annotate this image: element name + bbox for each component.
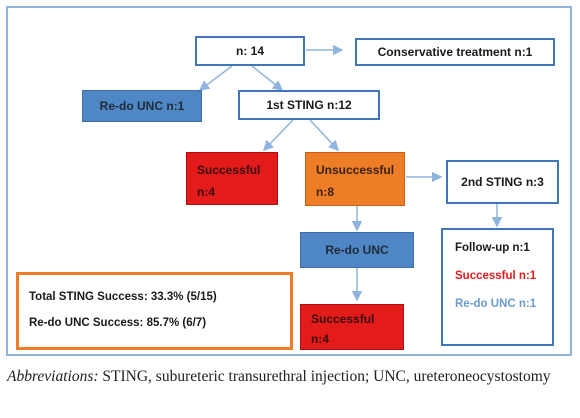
node-successful-2: Successful n:4 — [300, 304, 404, 350]
node-sting-2-label: 2nd STING n:3 — [461, 175, 544, 189]
node-successful-1-count: n:4 — [197, 185, 215, 199]
node-conservative-label: Conservative treatment n:1 — [377, 45, 533, 59]
summary-unc-success: Re-do UNC Success: 85.7% (6/7) — [29, 317, 207, 329]
summary-sting-success: Total STING Success: 33.3% (5/15) — [29, 291, 217, 303]
caption-text: STING, subureteric transurethral injecti… — [98, 368, 551, 385]
node-redo-unc-2: Re-do UNC — [300, 232, 414, 268]
node-sting-1-label: 1st STING n:12 — [266, 98, 352, 112]
node-unsuccessful: Unsuccessful n:8 — [305, 152, 405, 206]
arrow-total-to-sting1 — [251, 65, 284, 91]
follow-up-redo-unc: Re-do UNC n:1 — [455, 298, 537, 310]
arrow-total-to-redo-unc — [198, 65, 233, 91]
node-sting-2: 2nd STING n:3 — [446, 160, 559, 204]
node-successful-1-title: Successful — [197, 163, 261, 177]
node-successful-2-title: Successful — [311, 312, 375, 326]
arrow-sting1-to-successful — [262, 119, 294, 152]
node-sting-1: 1st STING n:12 — [238, 90, 380, 120]
arrow-sting1-to-unsuccessful — [309, 119, 340, 152]
follow-up-title: Follow-up n:1 — [455, 242, 530, 254]
node-follow-up: Follow-up n:1 Successful n:1 Re-do UNC n… — [441, 228, 554, 346]
success-summary-box: Total STING Success: 33.3% (5/15) Re-do … — [16, 272, 293, 350]
node-unsuccessful-title: Unsuccessful — [316, 163, 395, 177]
node-total: n: 14 — [195, 36, 305, 66]
figure-caption: Abbreviations: STING, subureteric transu… — [7, 366, 573, 387]
node-total-label: n: 14 — [235, 44, 264, 58]
node-redo-unc-1: Re-do UNC n:1 — [82, 90, 202, 122]
caption-label: Abbreviations: — [7, 368, 99, 385]
flowchart-frame — [6, 6, 572, 356]
node-redo-unc-2-label: Re-do UNC — [325, 243, 389, 257]
node-successful-2-count: n:4 — [311, 332, 329, 346]
follow-up-successful: Successful n:1 — [455, 270, 537, 282]
node-redo-unc-1-label: Re-do UNC n:1 — [99, 99, 185, 113]
node-unsuccessful-count: n:8 — [316, 185, 334, 199]
node-conservative-treatment: Conservative treatment n:1 — [355, 38, 555, 66]
node-successful-1: Successful n:4 — [186, 152, 278, 205]
